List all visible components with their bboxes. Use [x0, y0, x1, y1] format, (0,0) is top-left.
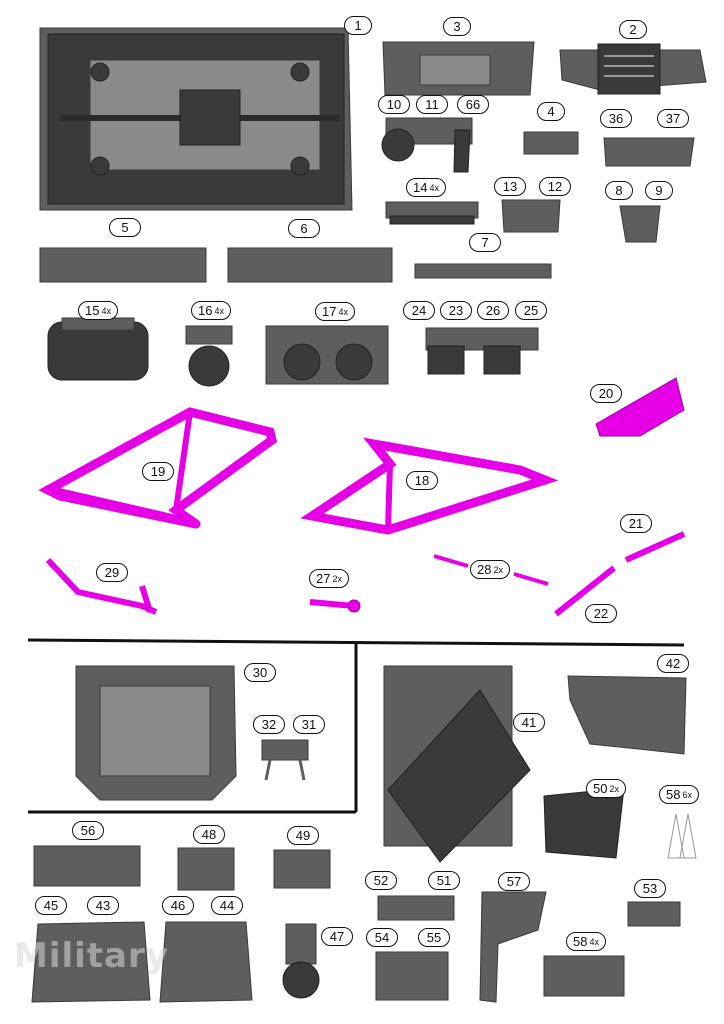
part-3-dashboard: [382, 41, 535, 96]
part-6-rail: [227, 247, 393, 283]
part-31-32: [261, 739, 309, 781]
label-18: 18: [406, 471, 438, 490]
part-54-55: [375, 951, 449, 1001]
part-42-seat: [567, 675, 687, 755]
label-24: 24: [403, 301, 435, 320]
label-37: 37: [657, 109, 689, 128]
label-55: 55: [418, 928, 450, 947]
part-2-front-grille: [559, 43, 707, 95]
part-8-9: [619, 205, 661, 243]
label-10: 10: [378, 95, 410, 114]
part-5-rail: [39, 247, 207, 283]
label-6: 6: [288, 219, 320, 238]
watermark: Military: [14, 936, 169, 976]
label-32: 32: [253, 715, 285, 734]
label-66: 66: [457, 95, 489, 114]
label-57: 57: [498, 872, 530, 891]
label-12: 12: [539, 177, 571, 196]
part-29-arm: [45, 557, 158, 615]
label-22: 22: [585, 604, 617, 623]
part-28: [433, 554, 549, 586]
part-14: [385, 201, 479, 225]
part-44-46: [159, 921, 253, 1003]
part-47: [282, 923, 320, 999]
label-54: 54: [366, 928, 398, 947]
label-48: 48: [193, 825, 225, 844]
label-20: 20: [590, 384, 622, 403]
label-43: 43: [87, 896, 119, 915]
section-divider: [27, 638, 685, 814]
part-36-37: [603, 137, 695, 167]
label-9: 9: [645, 181, 673, 200]
label-36: 36: [600, 109, 632, 128]
label-56: 56: [72, 821, 104, 840]
label-52: 52: [365, 871, 397, 890]
part-4: [523, 131, 579, 155]
part-56: [33, 845, 141, 887]
label-13: 13: [494, 177, 526, 196]
part-17-wheels: [265, 325, 389, 385]
label-53: 53: [634, 879, 666, 898]
label-31: 31: [293, 715, 325, 734]
part-49: [273, 849, 331, 889]
part-43-45: [31, 921, 151, 1003]
label-2: 2: [619, 20, 647, 39]
part-12-13: [501, 199, 561, 233]
part-58-bracket: [667, 813, 697, 859]
label-23: 23: [440, 301, 472, 320]
part-10-11-66: [381, 117, 473, 173]
label-1: 1: [344, 16, 372, 35]
label-26: 26: [477, 301, 509, 320]
part-41-panel: [383, 665, 531, 863]
label-3: 3: [443, 17, 471, 36]
part-27: [309, 599, 361, 613]
label-29: 29: [96, 563, 128, 582]
label-19: 19: [142, 462, 174, 481]
part-18-frame: [300, 437, 559, 535]
label-8: 8: [605, 181, 633, 200]
label-41: 41: [513, 713, 545, 732]
label-45: 45: [35, 896, 67, 915]
label-51: 51: [428, 871, 460, 890]
part-20-skid: [595, 377, 685, 437]
part-50-box: [543, 787, 625, 859]
part-58-comb: [543, 955, 625, 997]
part-23-26-hubs: [425, 327, 539, 375]
part-21-22-shafts: [554, 531, 686, 617]
part-16-wheel: [185, 325, 233, 387]
label-42: 42: [657, 654, 689, 673]
part-51-52: [377, 895, 455, 921]
part-48: [177, 847, 235, 891]
label-25: 25: [515, 301, 547, 320]
part-15-tire: [47, 317, 149, 381]
part-7-rail: [414, 263, 552, 279]
label-30: 30: [244, 663, 276, 682]
label-5: 5: [109, 218, 141, 237]
label-21: 21: [620, 514, 652, 533]
part-53: [627, 901, 681, 927]
label-49: 49: [287, 826, 319, 845]
label-44: 44: [211, 896, 243, 915]
part-1-chassis: [39, 27, 353, 211]
label-4: 4: [537, 102, 565, 121]
part-30-hood: [75, 665, 237, 801]
part-57: [479, 891, 547, 1003]
label-7: 7: [469, 233, 501, 252]
label-47: 47: [321, 927, 353, 946]
label-46: 46: [162, 896, 194, 915]
label-11: 11: [416, 95, 448, 114]
part-19-frame: [38, 407, 278, 529]
